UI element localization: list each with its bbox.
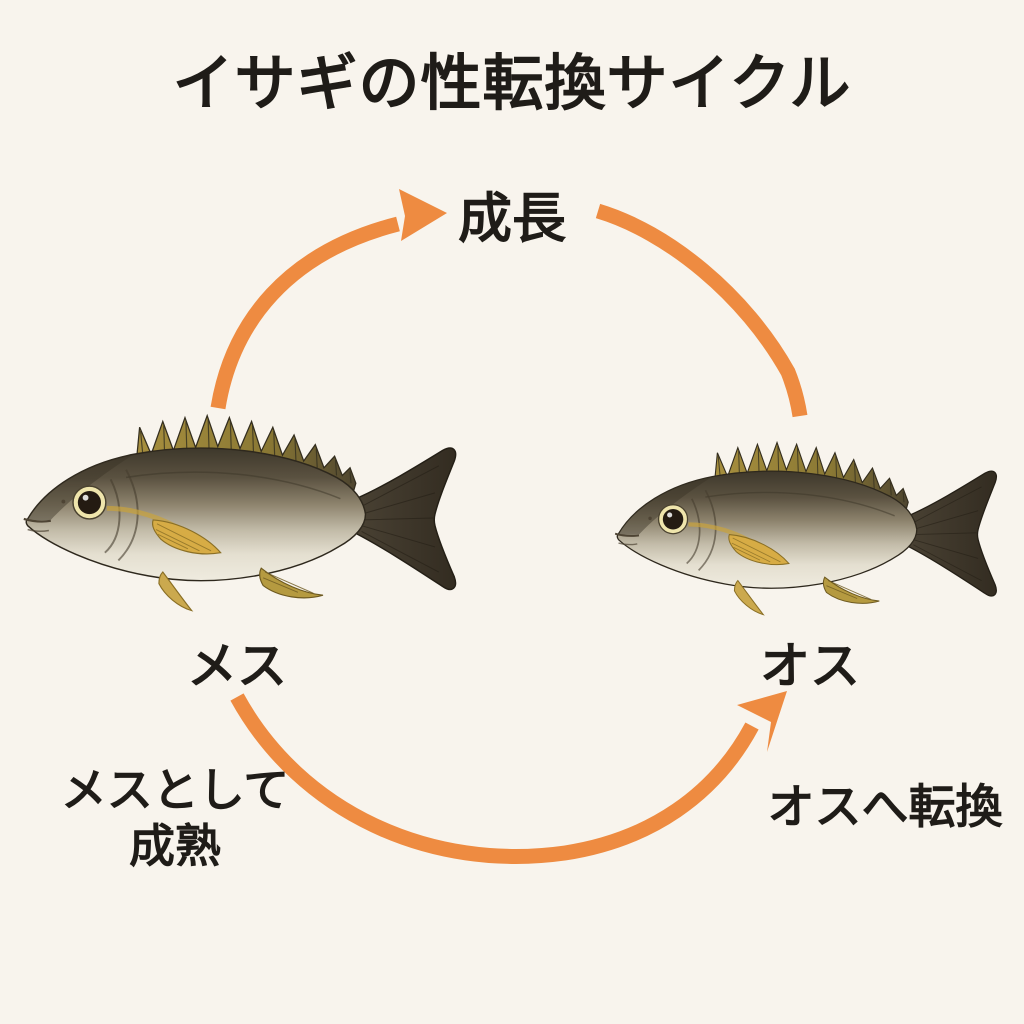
- diagram-title: イサギの性転換サイクル: [172, 48, 852, 119]
- transition-arrow-head: [737, 691, 787, 752]
- label-male: オス: [760, 637, 860, 695]
- male-fish-icon: [610, 434, 1002, 630]
- stage-label-mature-line1: メスとして: [60, 763, 290, 817]
- female-fish-icon: [18, 406, 462, 628]
- label-female: メス: [187, 637, 287, 695]
- stage-label-growth: 成長: [458, 187, 566, 250]
- stage-label-mature-line2: 成熟: [129, 819, 221, 874]
- stage-label-mature-as-female: メスとして 成熟: [30, 762, 320, 874]
- stage-label-change-to-male: オスへ転換: [767, 780, 1003, 835]
